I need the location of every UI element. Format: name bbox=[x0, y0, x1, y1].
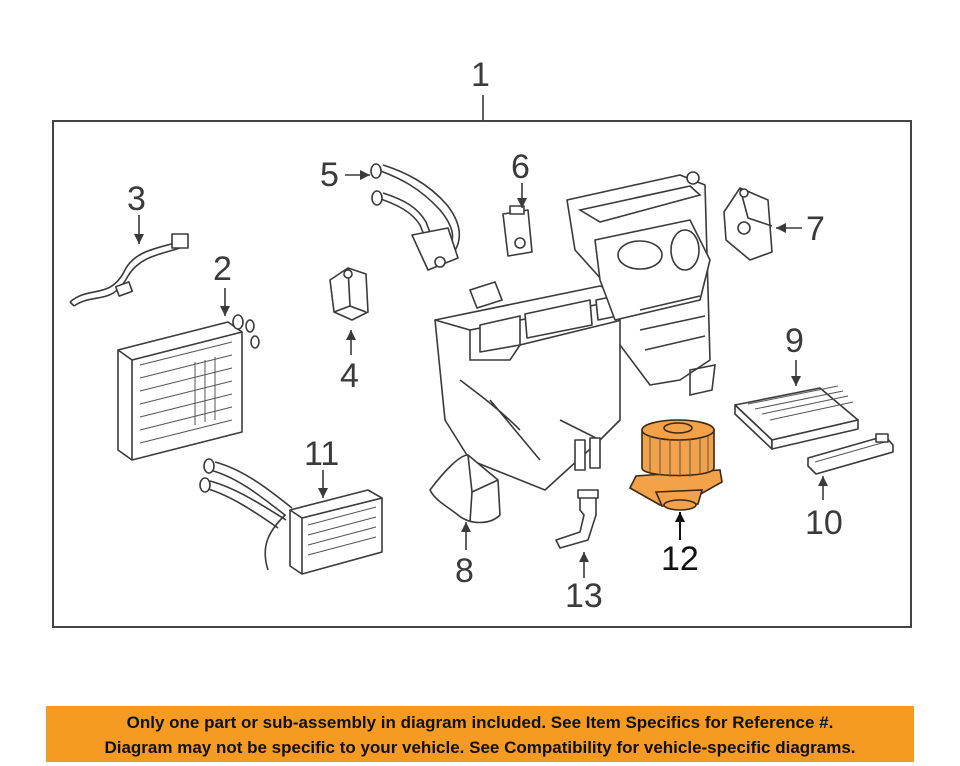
part-2-evaporator bbox=[117, 314, 260, 461]
part-12-blower-motor-highlighted bbox=[628, 419, 723, 511]
part-1-hvac-housing bbox=[434, 171, 716, 491]
callout-11: 11 bbox=[304, 435, 339, 473]
callout-13: 13 bbox=[565, 577, 603, 615]
part-9-cabin-filter bbox=[734, 385, 859, 450]
callout-2: 2 bbox=[213, 250, 232, 288]
callout-1: 1 bbox=[471, 56, 490, 94]
part-11-heater-core bbox=[199, 458, 383, 575]
callout-10: 10 bbox=[805, 504, 843, 542]
callout-12: 12 bbox=[661, 540, 699, 578]
callout-9: 9 bbox=[785, 322, 804, 360]
part-7-servo-motor bbox=[723, 187, 773, 261]
callout-7: 7 bbox=[806, 210, 825, 248]
disclaimer-banner: Only one part or sub-assembly in diagram… bbox=[46, 706, 914, 762]
part-6-bracket bbox=[502, 205, 533, 257]
disclaimer-line-1: Only one part or sub-assembly in diagram… bbox=[126, 713, 834, 732]
callout-3: 3 bbox=[127, 180, 146, 218]
part-4-expansion-valve bbox=[329, 267, 369, 321]
leader-arrowheads bbox=[134, 170, 828, 562]
part-13-drain-hose bbox=[555, 489, 599, 549]
callout-5: 5 bbox=[320, 156, 339, 194]
callout-8: 8 bbox=[455, 552, 474, 590]
part-10-filter-cover bbox=[807, 433, 894, 475]
disclaimer-line-2: Diagram may not be specific to your vehi… bbox=[104, 738, 856, 757]
part-8-duct bbox=[429, 454, 501, 524]
callout-4: 4 bbox=[340, 357, 359, 395]
callout-6: 6 bbox=[511, 148, 530, 186]
part-3-sensor-wire bbox=[69, 233, 189, 307]
diagram-frame bbox=[52, 120, 912, 628]
part-5-pipe-assembly bbox=[370, 163, 461, 271]
parts-diagram: 1 3 2 5 4 bbox=[52, 56, 912, 628]
